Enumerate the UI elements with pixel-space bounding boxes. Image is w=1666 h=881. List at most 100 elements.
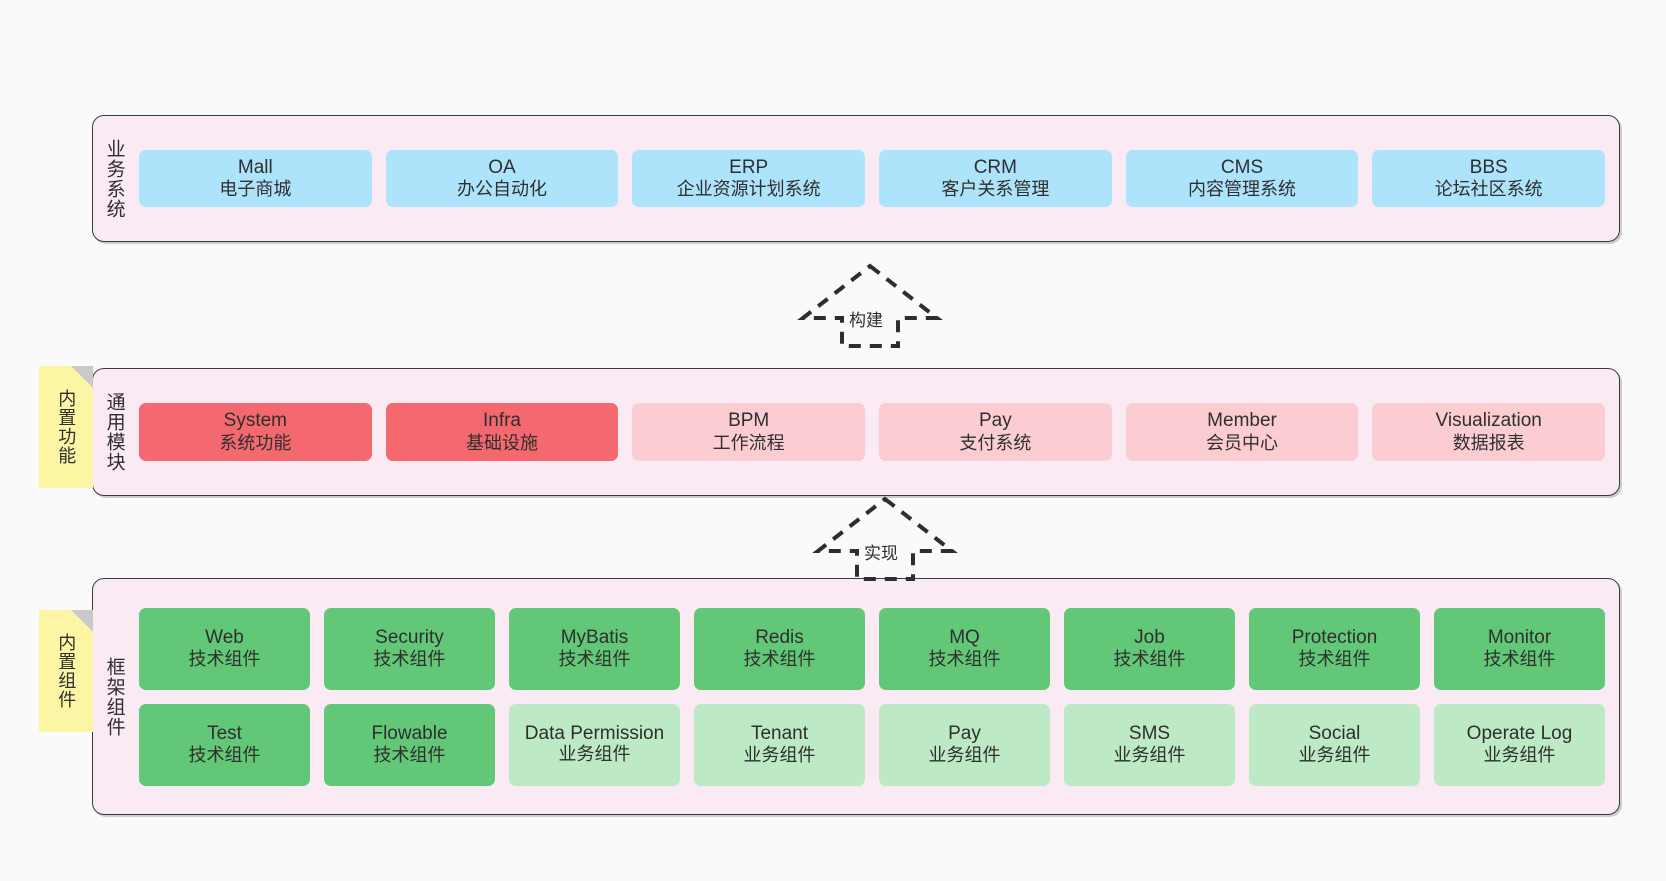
card-title-en: Test: [207, 722, 242, 744]
connector-build-label: 构建: [847, 306, 885, 331]
card-title-en: SMS: [1128, 722, 1171, 744]
card-redis[interactable]: Redis 技术组件: [694, 607, 865, 690]
card-pay[interactable]: Pay 支付系统: [879, 403, 1112, 461]
card-title-cn: 技术组件: [1298, 649, 1371, 670]
card-member[interactable]: Member 会员中心: [1125, 403, 1359, 461]
card-infra[interactable]: Infra 基础设施: [385, 403, 619, 461]
card-web[interactable]: Web 技术组件: [139, 607, 310, 690]
card-title-en: Web: [205, 626, 244, 648]
card-title-en: BPM: [728, 410, 770, 432]
card-title-en: Flowable: [371, 722, 448, 744]
card-sms[interactable]: SMS 业务组件: [1064, 703, 1235, 786]
card-system[interactable]: System 系统功能: [139, 403, 372, 461]
sticky-note-builtin-components: 内置组件: [39, 610, 93, 732]
section-label-business-systems: 业务系统: [103, 138, 125, 219]
card-erp[interactable]: ERP 企业资源计划系统: [632, 149, 866, 208]
card-pay-business[interactable]: Pay 业务组件: [879, 703, 1050, 786]
card-monitor[interactable]: Monitor 技术组件: [1434, 607, 1605, 690]
card-title-en: Social: [1308, 722, 1361, 744]
card-oa[interactable]: OA 办公自动化: [385, 149, 619, 208]
card-title-cn: 业务组件: [1483, 745, 1556, 766]
card-title-en: CMS: [1220, 156, 1264, 178]
card-security[interactable]: Security 技术组件: [324, 607, 495, 690]
card-title-en: CRM: [973, 156, 1017, 178]
sticky-note-builtin-features: 内置功能: [39, 366, 93, 488]
card-title-cn: 内容管理系统: [1188, 179, 1297, 200]
card-title-en: Visualization: [1435, 410, 1542, 432]
card-crm[interactable]: CRM 客户关系管理: [879, 149, 1112, 208]
card-title-cn: 业务组件: [1298, 745, 1371, 766]
card-row: System 系统功能 Infra 基础设施 BPM 工作流程 Pay 支付系统…: [139, 403, 1606, 461]
card-row: Mall 电子商城 OA 办公自动化 ERP 企业资源计划系统 CRM 客户关系…: [139, 149, 1606, 208]
card-title-en: Infra: [482, 410, 522, 432]
card-title-cn: 办公自动化: [457, 179, 547, 200]
card-data-permission[interactable]: Data Permission 业务组件: [509, 703, 680, 786]
card-title-cn: 基础设施: [466, 432, 538, 453]
card-cms[interactable]: CMS 内容管理系统: [1125, 149, 1359, 208]
card-title-cn: 技术组件: [928, 649, 1001, 670]
card-mybatis[interactable]: MyBatis 技术组件: [509, 607, 680, 690]
card-title-en: Protection: [1291, 626, 1378, 648]
cards-common-modules: System 系统功能 Infra 基础设施 BPM 工作流程 Pay 支付系统…: [135, 369, 1619, 495]
card-title-en: BBS: [1469, 156, 1508, 178]
card-title-en: Redis: [755, 626, 804, 648]
card-title-en: Job: [1134, 626, 1165, 648]
card-title-en: System: [223, 410, 288, 432]
connector-implement-label: 实现: [862, 539, 900, 564]
card-title-en: MQ: [949, 626, 980, 648]
section-common-modules: 通用模块 System 系统功能 Infra 基础设施 BPM 工作流程 Pay…: [92, 368, 1620, 496]
card-title-en: Security: [375, 626, 444, 648]
card-tenant[interactable]: Tenant 业务组件: [694, 703, 865, 786]
card-title-cn: 业务组件: [743, 745, 816, 766]
card-title-cn: 业务组件: [1113, 745, 1186, 766]
card-bpm[interactable]: BPM 工作流程: [632, 403, 866, 461]
card-job[interactable]: Job 技术组件: [1064, 607, 1235, 690]
card-row: Test 技术组件 Flowable 技术组件 Data Permission …: [139, 703, 1605, 786]
card-title-en: Tenant: [750, 722, 809, 744]
card-row: Web 技术组件 Security 技术组件 MyBatis 技术组件 Redi…: [139, 607, 1605, 690]
section-label-framework-components: 框架组件: [103, 656, 125, 737]
card-title-cn: 技术组件: [743, 649, 816, 670]
card-bbs[interactable]: BBS 论坛社区系统: [1372, 149, 1606, 208]
card-title-cn: 技术组件: [373, 649, 446, 670]
card-title-cn: 技术组件: [1483, 649, 1556, 670]
card-title-cn: 支付系统: [959, 432, 1032, 453]
card-title-cn: 客户关系管理: [941, 179, 1050, 200]
card-title-en: Data Permission: [524, 722, 665, 744]
cards-framework-components: Web 技术组件 Security 技术组件 MyBatis 技术组件 Redi…: [135, 579, 1619, 814]
build-arrow-icon: [797, 263, 943, 348]
card-protection[interactable]: Protection 技术组件: [1249, 607, 1420, 690]
card-title-cn: 技术组件: [1113, 649, 1186, 670]
card-title-en: Monitor: [1487, 626, 1552, 648]
card-visualization[interactable]: Visualization 数据报表: [1372, 403, 1606, 461]
card-title-cn: 系统功能: [219, 432, 292, 453]
card-flowable[interactable]: Flowable 技术组件: [324, 703, 495, 786]
card-mall[interactable]: Mall 电子商城: [139, 149, 372, 208]
card-title-en: Member: [1207, 410, 1277, 432]
card-title-cn: 企业资源计划系统: [676, 179, 821, 200]
card-title-en: Operate Log: [1466, 722, 1573, 744]
card-operate-log[interactable]: Operate Log 业务组件: [1434, 703, 1605, 786]
card-title-cn: 业务组件: [558, 744, 631, 765]
card-test[interactable]: Test 技术组件: [139, 703, 310, 786]
section-business-systems: 业务系统 Mall 电子商城 OA 办公自动化 ERP 企业资源计划系统 CRM…: [92, 115, 1620, 242]
section-framework-components: 框架组件 Web 技术组件 Security 技术组件 MyBatis 技术组件…: [92, 578, 1620, 815]
card-title-en: Pay: [948, 722, 981, 744]
card-title-en: OA: [488, 156, 516, 178]
cards-business-systems: Mall 电子商城 OA 办公自动化 ERP 企业资源计划系统 CRM 客户关系…: [135, 116, 1619, 241]
implement-arrow-icon: [812, 496, 958, 581]
section-label-common-modules: 通用模块: [103, 392, 125, 472]
connector-build: 构建: [795, 262, 945, 350]
card-title-en: Pay: [978, 410, 1012, 432]
card-title-cn: 技术组件: [188, 745, 261, 766]
card-title-cn: 电子商城: [219, 179, 292, 200]
card-title-cn: 会员中心: [1206, 432, 1279, 453]
card-title-cn: 数据报表: [1452, 432, 1525, 453]
sticky-note-text: 内置组件: [56, 633, 77, 709]
card-title-cn: 技术组件: [558, 649, 631, 670]
card-title-cn: 技术组件: [188, 649, 261, 670]
card-mq[interactable]: MQ 技术组件: [879, 607, 1050, 690]
card-social[interactable]: Social 业务组件: [1249, 703, 1420, 786]
card-title-en: Mall: [237, 156, 273, 178]
